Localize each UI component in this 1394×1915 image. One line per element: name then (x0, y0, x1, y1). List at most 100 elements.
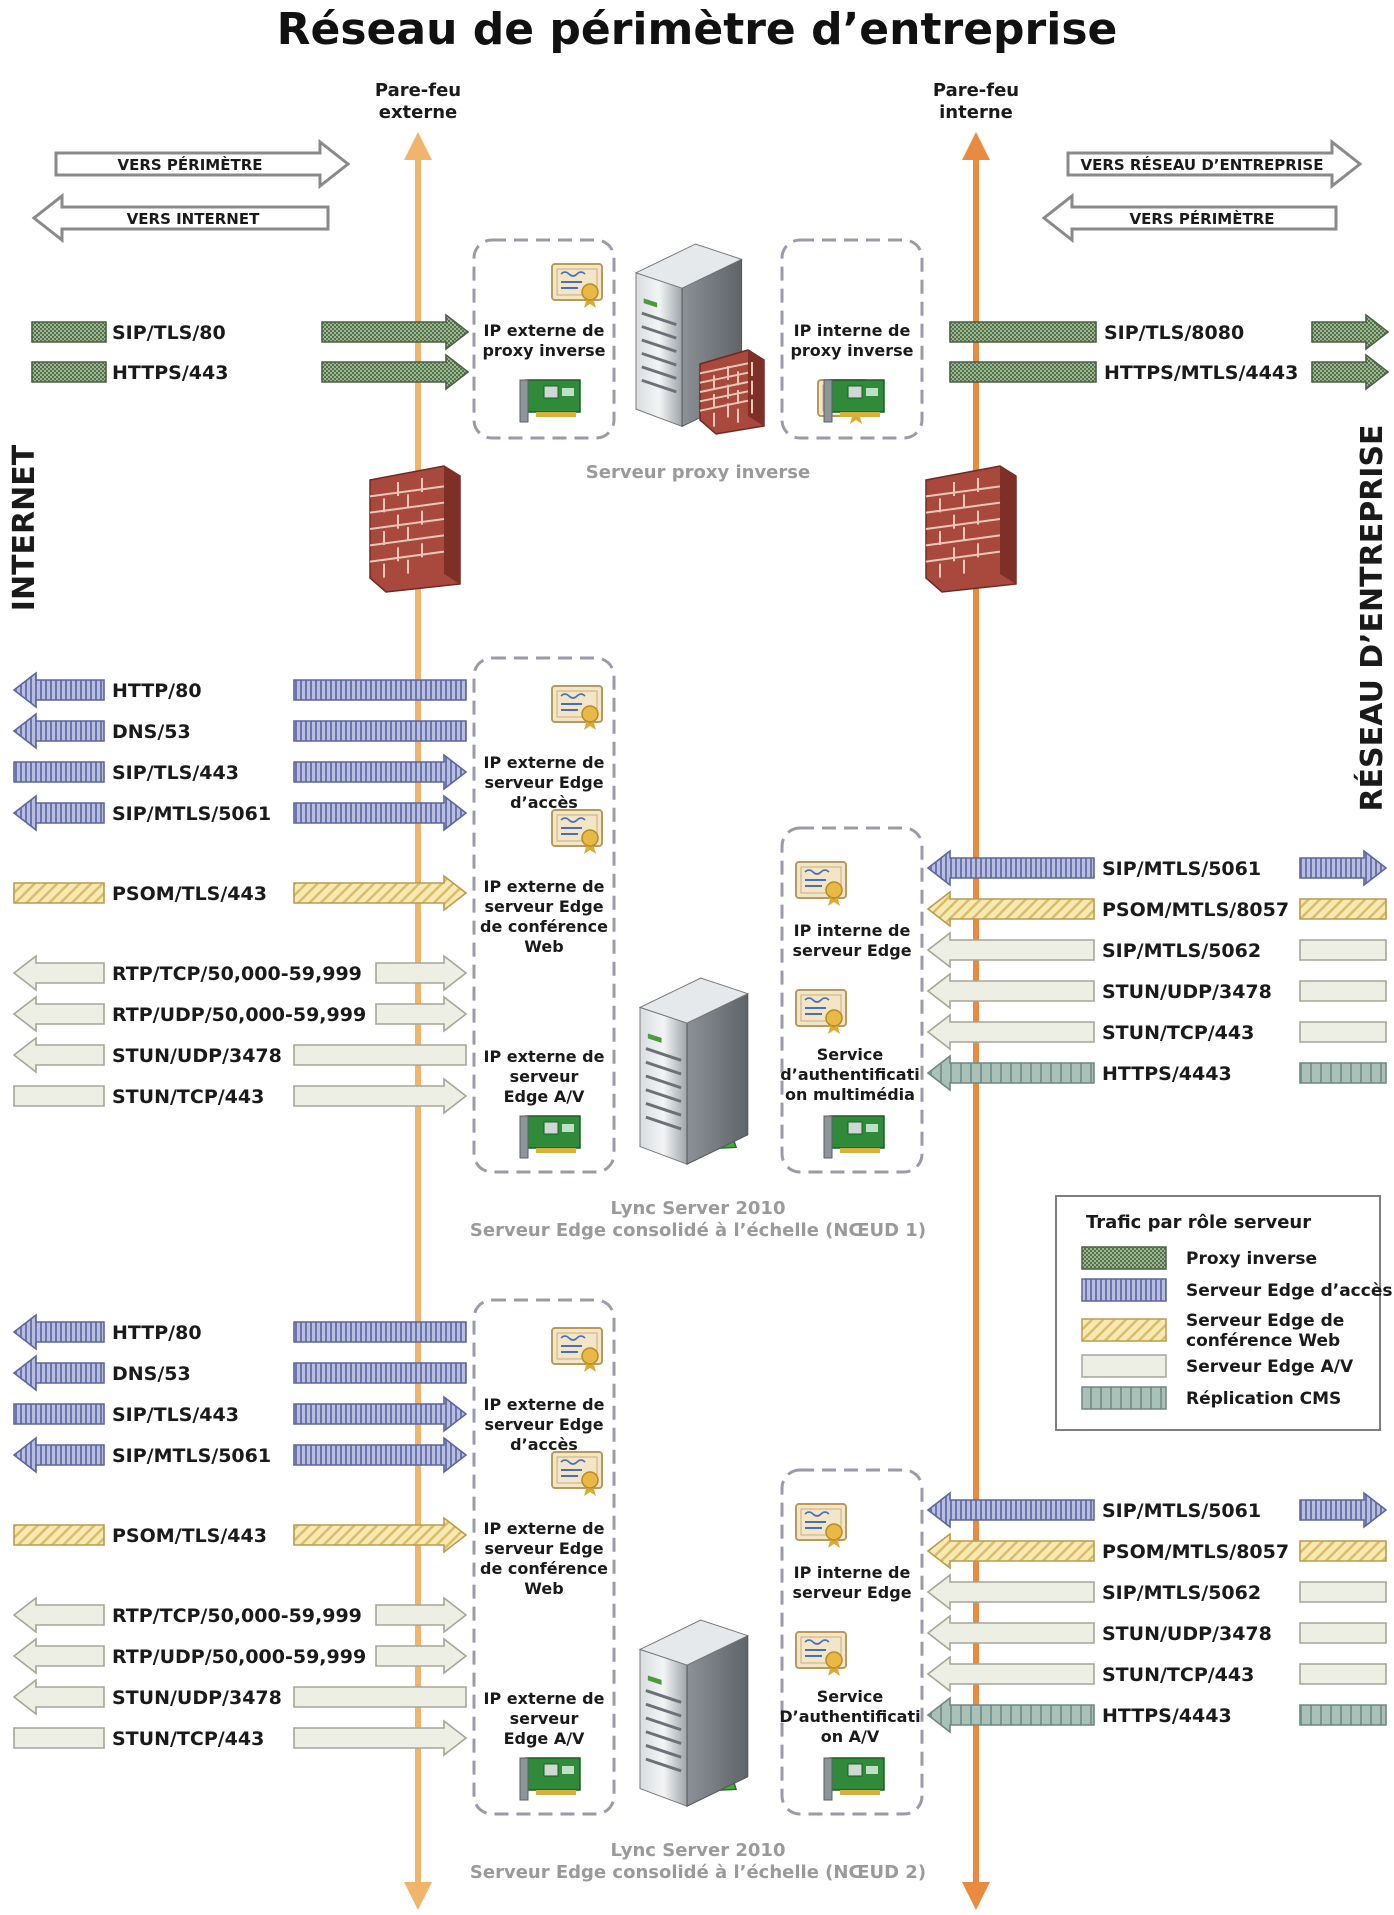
mortar-line (925, 550, 1001, 563)
certificate-seal (581, 283, 599, 301)
traffic-arrow (375, 995, 468, 1033)
diagram-title: Réseau de périmètre d’entreprise (277, 4, 1118, 55)
certificate-border (800, 1508, 842, 1536)
direction-arrow-label: VERS PÉRIMÈTRE (1129, 209, 1274, 228)
legend-item-label: Serveur Edge de (1186, 1311, 1344, 1331)
traffic-arrow (321, 353, 470, 391)
server-drive-slot (645, 1689, 682, 1704)
certificate-seal (825, 1651, 843, 1669)
legend-item-label: Proxy inverse (1186, 1249, 1317, 1269)
card-contacts (536, 1790, 576, 1795)
edge-server-icon (638, 977, 750, 1165)
media-auth-service-label: Service (817, 1687, 884, 1706)
traffic-arrow (375, 1637, 468, 1675)
traffic-arrow (293, 1044, 467, 1066)
reverse-proxy-external-ip-box (472, 238, 616, 440)
traffic-arrow (1299, 980, 1387, 1002)
traffic-arrow (926, 1491, 1095, 1529)
port-label: STUN/UDP/3478 (1102, 981, 1272, 1003)
direction-arrow-shape (1066, 138, 1363, 190)
server-drive-slot (641, 365, 677, 380)
legend-swatch (1081, 1354, 1167, 1378)
server-top (638, 1619, 750, 1666)
node-caption: Serveur Edge consolidé à l’échelle (NŒUD… (470, 1862, 926, 1883)
traffic-arrow (12, 1354, 105, 1392)
port-color-block (31, 361, 107, 383)
traffic-arrow (1311, 353, 1390, 391)
traffic-arrow (293, 1686, 467, 1708)
network-card-icon (519, 1115, 581, 1159)
certificate-script (804, 997, 830, 1003)
external-webconf-ip-label: Web (524, 937, 563, 956)
network-card-icon (823, 379, 885, 423)
edge-server-icon (638, 1619, 750, 1807)
certificate-script (804, 869, 830, 875)
card-contacts (840, 1148, 880, 1153)
port-label: STUN/UDP/3478 (112, 1687, 282, 1709)
traffic-arrow (1299, 1491, 1388, 1529)
external-webconf-ip-label: de conférence (480, 917, 608, 936)
port-label: SIP/MTLS/5061 (112, 1445, 271, 1467)
card-bracket (519, 379, 529, 423)
reverse-proxy-internal-ip-box (780, 238, 924, 440)
card-chip (847, 1763, 863, 1777)
external-webconf-ip-label: de conférence (480, 1559, 608, 1578)
certificate-seal (581, 705, 599, 723)
port-label: SIP/MTLS/5062 (1102, 1582, 1261, 1604)
certificate-border (556, 1456, 598, 1484)
internal-firewall-label: Pare-feu (933, 80, 1019, 101)
server-drive-slot (641, 311, 677, 327)
port-label: STUN/UDP/3478 (1102, 1623, 1272, 1645)
traffic-arrow (293, 1077, 468, 1115)
card-chip (562, 388, 574, 396)
traffic-arrow (926, 1013, 1095, 1051)
traffic-arrow (13, 1524, 105, 1546)
traffic-arrow (293, 1362, 467, 1384)
server-led (647, 1033, 662, 1043)
reverse-proxy-external-ip-label: proxy inverse (482, 341, 605, 360)
traffic-arrow (1299, 1581, 1387, 1603)
traffic-arrow (1299, 1021, 1387, 1043)
reverse-proxy-caption: Serveur proxy inverse (586, 462, 810, 483)
port-label: HTTPS/MTLS/4443 (1104, 362, 1298, 384)
server-front (635, 272, 683, 428)
certificate-border (800, 866, 842, 894)
external-av-ip-label: serveur (510, 1709, 579, 1728)
port-label: PSOM/TLS/443 (112, 883, 267, 905)
external-firewall-arrow-down (404, 1882, 432, 1910)
traffic-arrow (1299, 898, 1387, 920)
traffic-arrow (1311, 313, 1390, 351)
server-drive-slot (641, 352, 677, 367)
traffic-arrow (12, 671, 105, 709)
certificate-icon (795, 1631, 847, 1676)
certificate-icon (551, 263, 603, 308)
card-chip (847, 385, 863, 399)
server-drive-slot (645, 1757, 682, 1773)
certificate-script (560, 1335, 586, 1341)
edge-node-1: HTTP/80DNS/53SIP/TLS/443SIP/MTLS/5061PSO… (112, 656, 1289, 1241)
traffic-arrow (293, 794, 468, 832)
external-access-ip-label: IP externe de (484, 1395, 605, 1414)
traffic-arrow (293, 753, 468, 791)
server-drive-slot (645, 1060, 682, 1076)
firewall-icon (699, 349, 765, 435)
server-drive-slot (645, 1730, 682, 1745)
card-bracket (823, 379, 833, 423)
certificate-icon (551, 1451, 603, 1496)
traffic-arrow (293, 1395, 468, 1433)
traffic-arrow (926, 849, 1095, 887)
port-label: PSOM/MTLS/8057 (1102, 1541, 1289, 1563)
card-contacts (840, 412, 880, 417)
traffic-arrow (1299, 1062, 1387, 1084)
media-auth-service-label: D’authentificati (779, 1707, 920, 1726)
card-chip (562, 1766, 574, 1774)
direction-arrow-label: VERS PÉRIMÈTRE (117, 155, 262, 174)
traffic-arrow (12, 1596, 105, 1634)
traffic-arrow (926, 890, 1095, 928)
traffic-arrow (13, 1085, 105, 1107)
direction-arrow: VERS PÉRIMÈTRE (54, 138, 351, 190)
port-label: RTP/UDP/50,000-59,999 (112, 1646, 366, 1668)
internal-firewall-label: interne (939, 102, 1013, 123)
